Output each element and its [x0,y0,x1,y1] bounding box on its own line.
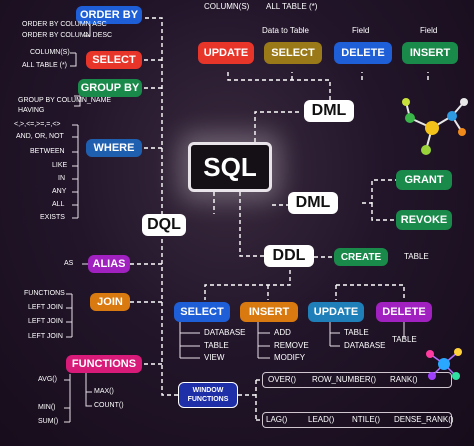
where-item: ANY [52,188,67,195]
dql-node: DQL [142,214,186,236]
functions-node: FUNCTIONS [66,355,142,373]
join-item: LEFT JOIN [28,304,63,311]
ddl-node: DDL [264,245,314,267]
ddl-insert-item: MODIFY [274,353,306,362]
ddl-update-item: TABLE [344,328,369,337]
window-functions-node: WINDOW FUNCTIONS [178,382,238,408]
function-item: MAX() [94,388,114,395]
insert-caption: Field [420,26,438,35]
alias-item: AS [64,260,74,267]
ddl-select-item: DATABASE [204,328,246,337]
create-caption: TABLE [404,252,429,261]
ddl-select-node: SELECT [174,302,230,322]
ddl-update-node: UPDATE [308,302,364,322]
where-node: WHERE [86,139,142,157]
alias-node: ALIAS [88,255,130,273]
create-node: CREATE [334,248,388,266]
dml-delete-node: DELETE [334,42,392,64]
window-top-group [262,372,452,388]
join-item: FUNCTIONS [24,290,65,297]
select-caption: Data to Table [262,26,309,35]
group-by-node: GROUP BY [78,79,142,97]
function-item: SUM() [38,418,59,425]
window-function-item: LEAD() [308,415,335,424]
delete-caption: Field [352,26,370,35]
window-function-item: RANK() [390,375,418,384]
join-item: LEFT JOIN [28,318,63,325]
function-item: AVG() [38,376,57,383]
function-item: COUNT() [94,402,124,409]
order-by-item: ORDER BY COLUMN ASC [22,21,107,28]
grant-node: GRANT [396,170,452,190]
group-by-item: HAVING [18,107,45,114]
ddl-insert-item: ADD [274,328,291,337]
dml-insert-node: INSERT [402,42,458,64]
ddl-update-item: DATABASE [344,341,386,350]
ddl-delete-item: TABLE [392,335,417,344]
ddl-insert-item: REMOVE [274,341,309,350]
ddl-select-item: TABLE [204,341,229,350]
where-item: BETWEEN [30,148,65,155]
function-item: MIN() [38,404,56,411]
network-icon [426,348,462,380]
window-function-item: ROW_NUMBER() [312,375,376,384]
window-function-item: LAG() [266,415,288,424]
window-bottom-group [262,412,452,428]
where-item: AND, OR, NOT [16,133,64,140]
ddl-insert-node: INSERT [240,302,298,322]
ddl-delete-node: DELETE [376,302,432,322]
dql-select-node: SELECT [86,51,142,69]
group-by-item: GROUP BY COLUMN_NAME [18,97,112,104]
ddl-select-item: VIEW [204,353,225,362]
sql-center-node: SQL [188,142,272,192]
where-item: ALL [52,201,65,208]
dml-update-node: UPDATE [198,42,254,64]
where-item: LIKE [52,162,68,169]
order-by-node: ORDER BY [76,6,142,24]
join-item: LEFT JOIN [28,333,63,340]
window-functions-label: WINDOW [192,387,224,394]
dml-right-node: DML [288,192,338,214]
select-item: COLUMN(S) [30,49,70,56]
window-function-item: OVER() [268,375,296,384]
where-item: IN [58,175,65,182]
select-caption-top: ALL TABLE (*) [266,2,318,11]
where-item: <,>,<=,>=,=,<> [14,121,61,128]
dml-select-node: SELECT [264,42,322,64]
select-item: ALL TABLE (*) [22,62,68,69]
molecule-icon [402,98,468,155]
revoke-node: REVOKE [396,210,452,230]
update-caption: COLUMN(S) [204,2,250,11]
window-functions-label: FUNCTIONS [187,396,229,403]
where-item: EXISTS [40,214,65,221]
join-node: JOIN [90,293,130,311]
window-function-item: DENSE_RANK() [394,415,454,424]
order-by-item: ORDER BY COLUMN DESC [22,32,113,39]
window-function-item: NTILE() [352,415,380,424]
dml-top-node: DML [304,100,354,122]
